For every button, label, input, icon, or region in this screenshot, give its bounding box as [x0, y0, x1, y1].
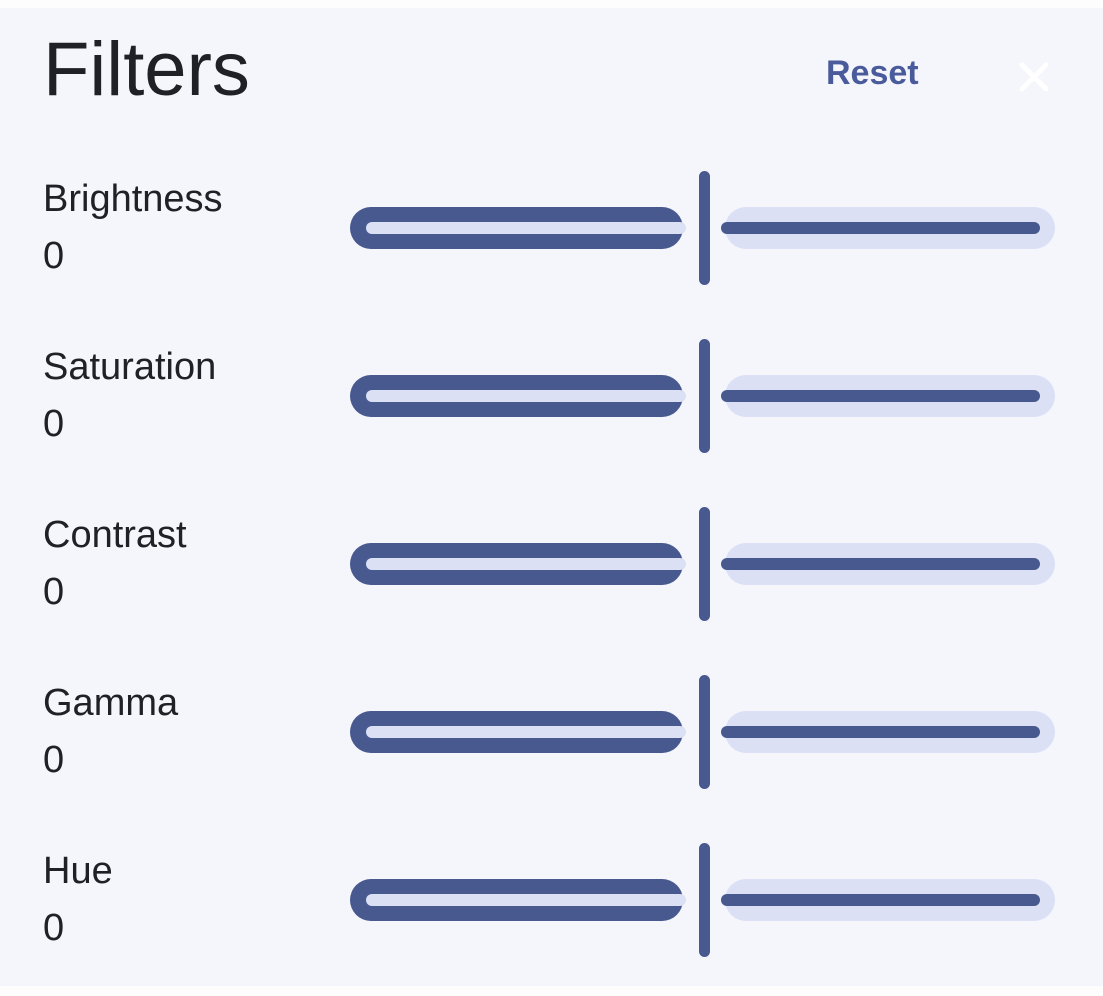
filters-panel: Filters Reset Brightness 0 Saturation 0 — [0, 8, 1103, 986]
saturation-slider[interactable] — [0, 339, 1103, 453]
slider-groove-right — [721, 390, 1040, 402]
slider-groove-left — [366, 222, 686, 234]
brightness-slider[interactable] — [0, 171, 1103, 285]
slider-thumb[interactable] — [699, 675, 710, 789]
slider-groove-left — [366, 558, 686, 570]
filter-row-saturation: Saturation 0 — [0, 339, 1103, 453]
slider-thumb[interactable] — [699, 171, 710, 285]
contrast-slider[interactable] — [0, 507, 1103, 621]
filter-label-block: Brightness 0 — [43, 171, 223, 285]
filter-label: Contrast — [43, 514, 187, 556]
gamma-slider[interactable] — [0, 675, 1103, 789]
filter-value: 0 — [43, 235, 65, 277]
slider-groove-right — [721, 558, 1040, 570]
slider-thumb[interactable] — [699, 843, 710, 957]
slider-groove-right — [721, 726, 1040, 738]
filter-value: 0 — [43, 907, 65, 949]
filter-row-brightness: Brightness 0 — [0, 171, 1103, 285]
slider-groove-right — [721, 222, 1040, 234]
page-title: Filters — [43, 27, 250, 112]
slider-groove-left — [366, 390, 686, 402]
filter-label: Gamma — [43, 682, 179, 724]
filter-label: Brightness — [43, 178, 223, 220]
close-icon — [1012, 55, 1056, 99]
close-button[interactable] — [1012, 55, 1056, 99]
filter-row-hue: Hue 0 — [0, 843, 1103, 957]
slider-groove-left — [366, 894, 686, 906]
filter-label-block: Contrast 0 — [43, 507, 187, 621]
slider-thumb[interactable] — [699, 507, 710, 621]
filter-label-block: Saturation 0 — [43, 339, 216, 453]
slider-thumb[interactable] — [699, 339, 710, 453]
hue-slider[interactable] — [0, 843, 1103, 957]
filter-value: 0 — [43, 403, 65, 445]
filter-row-gamma: Gamma 0 — [0, 675, 1103, 789]
filter-label-block: Hue 0 — [43, 843, 113, 957]
slider-groove-left — [366, 726, 686, 738]
slider-groove-right — [721, 894, 1040, 906]
filter-label: Hue — [43, 850, 113, 892]
reset-button[interactable]: Reset — [826, 54, 919, 92]
filter-value: 0 — [43, 739, 65, 781]
filter-label: Saturation — [43, 346, 217, 388]
filter-value: 0 — [43, 571, 65, 613]
filter-label-block: Gamma 0 — [43, 675, 178, 789]
filter-row-contrast: Contrast 0 — [0, 507, 1103, 621]
